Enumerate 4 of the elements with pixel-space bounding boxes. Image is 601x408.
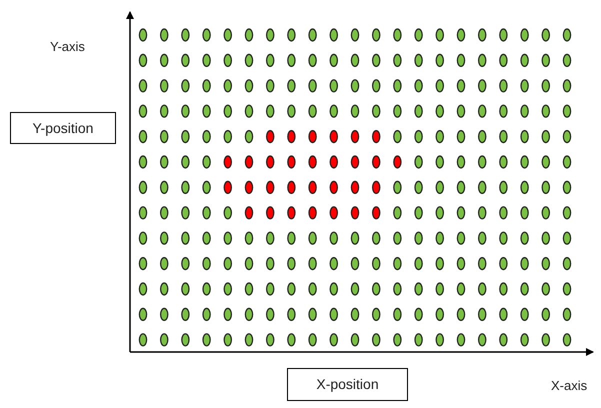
axis-label: X-axis (551, 377, 588, 395)
axis-label: Y-axis (50, 38, 85, 56)
label-box: Y-position (10, 112, 116, 144)
label-box: X-position (287, 368, 408, 401)
